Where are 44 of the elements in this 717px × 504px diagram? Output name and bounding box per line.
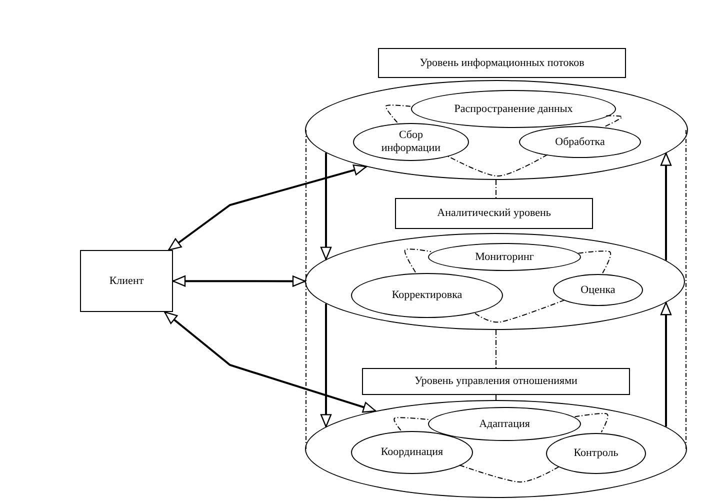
ellipse-label: Сбор информации bbox=[380, 129, 442, 155]
process-ellipse bbox=[546, 433, 646, 474]
connector-line bbox=[472, 300, 565, 323]
arrow bbox=[172, 275, 306, 287]
level-ellipse bbox=[305, 80, 688, 180]
ellipse-label: Координация bbox=[380, 446, 444, 459]
arrow bbox=[660, 302, 672, 427]
arrow bbox=[164, 311, 376, 413]
connector-line bbox=[394, 417, 430, 431]
client-box bbox=[80, 250, 173, 312]
level-title-box bbox=[395, 198, 593, 229]
ellipse-label: Корректировка bbox=[392, 289, 462, 302]
level-ellipse bbox=[305, 233, 685, 330]
box-label: Уровень информационных потоков bbox=[420, 56, 584, 70]
process-ellipse bbox=[411, 90, 616, 128]
level-title-box bbox=[362, 368, 630, 395]
connector-line bbox=[574, 413, 608, 433]
ellipse-label: Распространение данных bbox=[454, 102, 573, 116]
arrow bbox=[320, 152, 332, 260]
process-ellipse bbox=[428, 243, 581, 271]
process-ellipse bbox=[519, 126, 641, 158]
level-title-box bbox=[378, 48, 626, 78]
connector-line bbox=[458, 464, 560, 482]
ellipse-label: Адаптация bbox=[479, 418, 530, 430]
box-label: Уровень управления отношениями bbox=[414, 375, 578, 388]
ellipse-label: Оценка bbox=[580, 284, 616, 296]
box-label: Клиент bbox=[109, 274, 144, 288]
process-ellipse bbox=[428, 407, 581, 441]
connector-line bbox=[385, 104, 411, 123]
arrow bbox=[320, 304, 332, 428]
process-ellipse bbox=[351, 431, 473, 474]
connector-line bbox=[404, 248, 432, 273]
arrow bbox=[660, 152, 672, 260]
box-label: Аналитический уровень bbox=[437, 207, 551, 220]
ellipse-label: Контроль bbox=[574, 447, 618, 460]
connector-line bbox=[578, 250, 612, 274]
process-ellipse bbox=[351, 273, 503, 318]
ellipse-label: Обработка bbox=[555, 136, 605, 148]
level-ellipse bbox=[305, 400, 687, 498]
process-ellipse bbox=[353, 123, 469, 161]
connector-line bbox=[446, 154, 548, 176]
arrow bbox=[168, 164, 367, 251]
process-ellipse bbox=[553, 274, 643, 306]
ellipse-label: Мониторинг bbox=[475, 250, 534, 264]
